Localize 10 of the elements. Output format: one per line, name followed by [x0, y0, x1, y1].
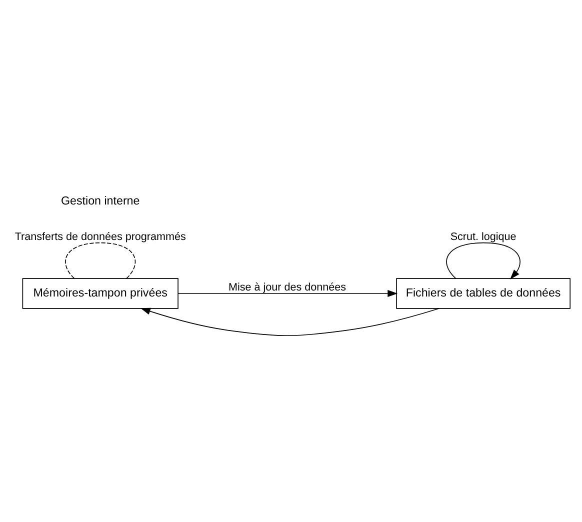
edge-label: Scrut. logique	[450, 230, 516, 243]
arrow	[178, 290, 398, 297]
label: Gestion interne	[60, 194, 140, 208]
edge-label: Transferts de données programmés	[14, 230, 186, 243]
connector	[65, 242, 136, 279]
node-box: Fichiers de tables de données	[396, 278, 571, 309]
arrow	[446, 242, 520, 280]
arrow	[140, 308, 440, 336]
edge-label: Mise à jour des données	[228, 281, 346, 294]
node-box: Mémoires-tampon privées	[22, 278, 178, 309]
